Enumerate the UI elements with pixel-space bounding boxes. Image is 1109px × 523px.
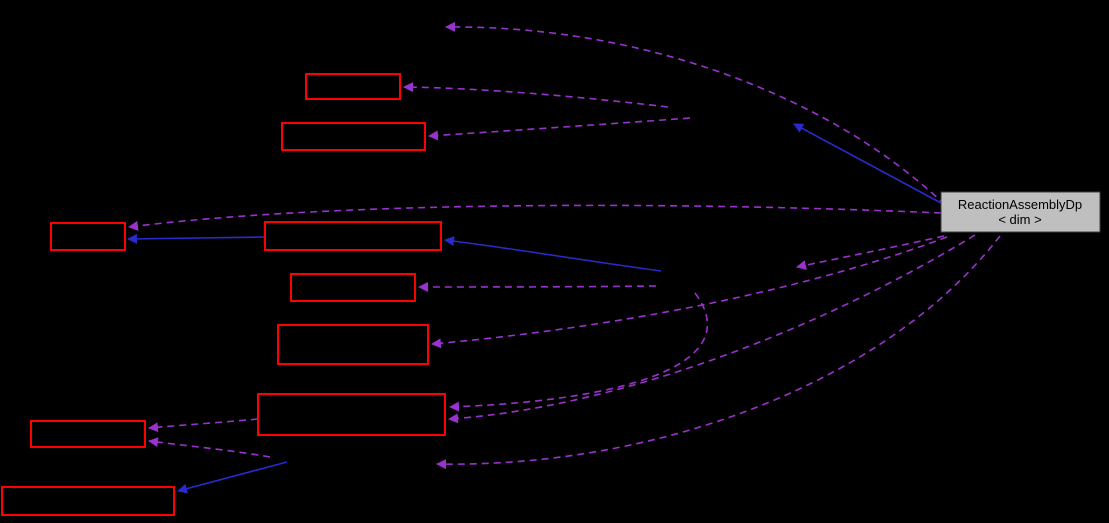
main-node-box: [940, 191, 1101, 233]
edge-inherit-box4: [444, 236, 662, 272]
edge-uses-box5: [418, 281, 657, 292]
edge-uses-box8-a: [148, 418, 259, 433]
edge-uses-box6: [431, 236, 948, 349]
edge-uses-box2: [428, 117, 691, 141]
edge-uses-box8-b: [148, 437, 271, 458]
class-node-n8[interactable]: [30, 420, 146, 448]
class-node-n7[interactable]: [257, 393, 446, 436]
class-node-n6[interactable]: [277, 324, 429, 365]
edge-inherit-box9: [177, 461, 288, 494]
edge-inherit-box3: [127, 233, 266, 244]
class-node-n2[interactable]: [281, 122, 426, 151]
edge-uses-box7-a: [448, 234, 976, 424]
class-node-n1[interactable]: [305, 73, 401, 100]
edge-inherit-upper-node: [793, 123, 942, 204]
edges-layer: [127, 21, 1001, 494]
class-node-n9[interactable]: [1, 486, 175, 516]
nodes-layer: [1, 73, 446, 516]
main-node-label-line1: ReactionAssemblyDp: [958, 197, 1082, 212]
edge-uses-box1: [403, 82, 669, 108]
edge-uses-bottom-node: [436, 235, 1001, 470]
edge-uses-box3: [128, 204, 942, 231]
edge-uses-top-node: [445, 21, 946, 206]
class-node-n3[interactable]: [50, 222, 126, 251]
edge-uses-box7-b: [449, 292, 709, 412]
edge-uses-mid-node: [796, 235, 945, 271]
class-node-n4[interactable]: [264, 221, 442, 251]
main-node-reactionassemblydp: ReactionAssemblyDp < dim >: [940, 191, 1101, 233]
class-node-n5[interactable]: [290, 273, 416, 302]
main-node-label-line2: < dim >: [998, 212, 1041, 227]
